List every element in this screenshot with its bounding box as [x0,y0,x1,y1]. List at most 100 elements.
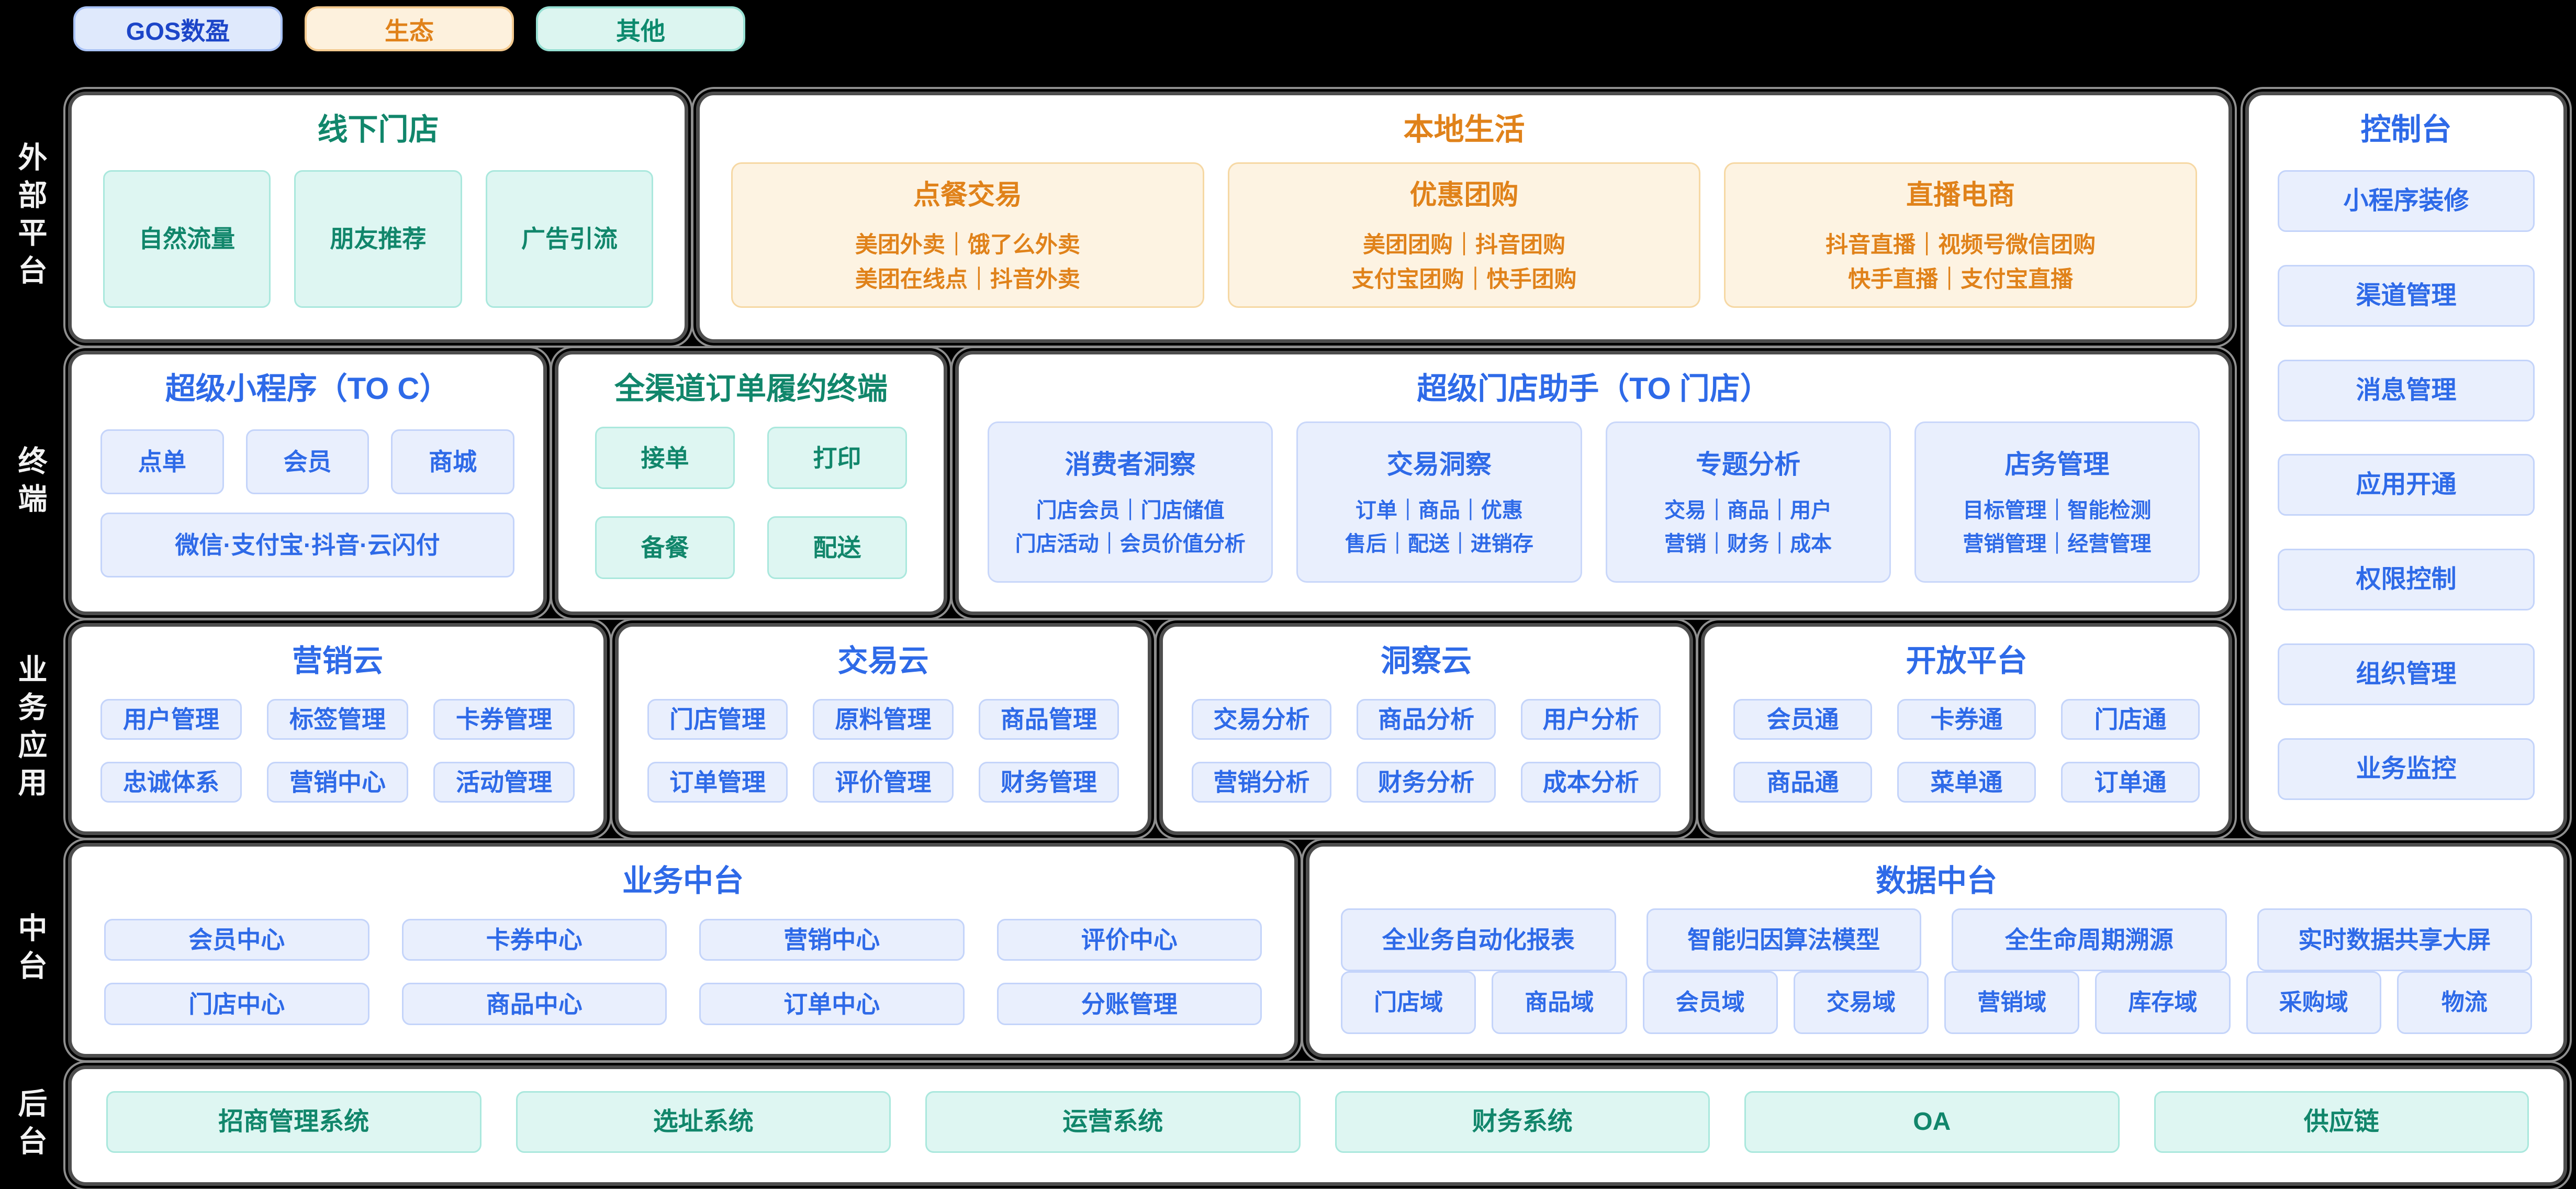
fulfillment-items: 接单打印备餐配送 [558,406,944,612]
insight-cloud-item: 商品分析 [1356,698,1496,740]
local-life-card: 直播电商 抖音直播｜视频号微信团购 快手直播｜支付宝直播 [1724,162,2197,308]
marketing-cloud-item: 忠诚体系 [100,761,242,803]
item-label: 用户分析 [1542,705,1639,733]
business-middle-item: 订单中心 [699,983,965,1025]
item-label: 交易分析 [1213,705,1310,733]
offline-store-item: 广告引流 [485,170,653,308]
item-label: 卡券管理 [456,705,552,733]
item-label: 供应链 [2303,1108,2379,1136]
item-label: 商品中心 [486,990,583,1018]
data-middle-domain-item: 采购域 [2246,971,2381,1034]
backend-item: 财务系统 [1335,1091,1710,1153]
mini-program-item: 点单 [100,429,224,494]
store-assistant-card: 专题分析 交易｜商品｜用户 营销｜财务｜成本 [1605,421,1891,583]
trade-cloud-item: 评价管理 [813,761,954,803]
panel-insight-cloud: 洞察云 交易分析商品分析用户分析营销分析财务分析成本分析 [1159,623,1693,835]
business-middle-item: 营销中心 [699,918,965,961]
card-title: 交易洞察 [1386,449,1492,479]
item-label: 用户管理 [123,705,219,733]
insight-cloud-item: 成本分析 [1521,761,1661,803]
trade-cloud-item: 原料管理 [813,698,954,740]
item-label: 菜单通 [1930,768,2003,796]
item-label: 商品通 [1766,768,1839,796]
item-label: 消息管理 [2356,376,2457,404]
item-label: 活动管理 [456,768,552,796]
item-label: 门店中心 [188,990,285,1018]
backend-item: 招商管理系统 [106,1091,481,1153]
panel-super-mini-program: 超级小程序（TO C） 点单会员商城 微信·支付宝·抖音·云闪付 [68,351,547,615]
business-middle-item: 门店中心 [104,983,369,1025]
offline-store-item: 自然流量 [103,170,271,308]
business-middle-item: 商品中心 [401,983,667,1025]
data-middle-domain-item: 库存域 [2095,971,2231,1034]
item-label: 订单中心 [783,990,880,1018]
item-label: 小程序装修 [2343,186,2469,215]
item-label: 广告引流 [521,225,618,253]
fulfillment-item: 打印 [767,426,907,490]
panel-store-assistant: 超级门店助手（TO 门店） 消费者洞察 门店会员｜门店储值 门店活动｜会员价值分… [955,351,2232,615]
item-label: 微信·支付宝·抖音·云闪付 [175,531,440,559]
layer-label-middle-platform: 中台 [5,843,55,1058]
card-line: 抖音直播｜视频号微信团购 [1825,232,2096,258]
item-label: 打印 [813,444,861,472]
item-label: 门店通 [2094,705,2167,733]
card-line: 订单｜商品｜优惠 [1355,498,1523,522]
item-label: 智能归因算法模型 [1687,926,1880,953]
card-title: 店务管理 [2004,449,2110,479]
marketing-cloud-item: 卡券管理 [433,698,575,740]
item-label: 商品分析 [1377,705,1474,733]
item-label: 权限控制 [2356,565,2457,594]
insight-cloud-item: 财务分析 [1356,761,1496,803]
layer-label-business-apps: 业务应用 [5,623,55,835]
item-label: 财务系统 [1472,1108,1573,1136]
layer-label-terminal: 终端 [5,351,55,615]
panel-title: 业务中台 [622,864,744,898]
data-middle-domain-item: 交易域 [1793,971,1929,1034]
business-middle-item: 卡券中心 [401,918,667,961]
item-label: 忠诚体系 [123,768,219,796]
insight-cloud-item: 用户分析 [1521,698,1661,740]
item-label: 营销分析 [1213,768,1310,796]
business-middle-item: 会员中心 [104,918,369,961]
backend-item: OA [1744,1091,2120,1153]
item-label: 卡券中心 [486,926,583,954]
console-item: 应用开通 [2278,454,2535,516]
legend: GOS数盈 生态 其他 [73,6,745,51]
item-label: 会员 [283,448,332,475]
data-middle-domain-item: 物流 [2396,971,2532,1034]
data-middle-wide-item: 智能归因算法模型 [1646,908,1921,971]
card-line: 交易｜商品｜用户 [1664,498,1832,522]
panel-title: 线下门店 [317,113,439,147]
data-middle-body: 全业务自动化报表智能归因算法模型全生命周期溯源实时数据共享大屏 门店域商品域会员… [1309,898,2563,1058]
item-label: 库存域 [2128,989,2198,1015]
mini-program-item: 商城 [391,429,515,494]
panel-open-platform: 开放平台 会员通卡券通门店通商品通菜单通订单通 [1701,623,2232,835]
item-label: 标签管理 [289,705,386,733]
panel-console: 控制台 小程序装修渠道管理消息管理应用开通权限控制组织管理业务监控 [2245,92,2567,835]
item-label: 招商管理系统 [218,1108,369,1136]
item-label: OA [1913,1108,1951,1136]
console-items: 小程序装修渠道管理消息管理应用开通权限控制组织管理业务监控 [2249,147,2563,831]
item-label: 会员中心 [188,926,285,954]
data-middle-wide-items: 全业务自动化报表智能归因算法模型全生命周期溯源实时数据共享大屏 [1341,908,2532,971]
item-label: 全生命周期溯源 [2004,926,2174,953]
card-line: 门店会员｜门店储值 [1036,498,1225,522]
legend-chip-other: 其他 [536,6,745,51]
item-label: 分账管理 [1081,990,1178,1018]
card-title: 专题分析 [1696,449,1801,479]
data-middle-domain-items: 门店域商品域会员域交易域营销域库存域采购域物流 [1341,971,2532,1034]
item-label: 自然流量 [139,225,236,253]
layer-label-text: 后台 [14,1088,47,1163]
item-label: 选址系统 [653,1108,754,1136]
business-middle-item: 分账管理 [996,983,1262,1025]
item-label: 商品管理 [1000,705,1097,733]
layer-label-backend: 后台 [5,1065,55,1186]
item-label: 评价中心 [1081,926,1178,954]
panel-offline-store: 线下门店 自然流量朋友推荐广告引流 [68,92,688,343]
panel-title: 营销云 [292,644,383,678]
item-label: 交易域 [1826,989,1896,1015]
store-assistant-card: 消费者洞察 门店会员｜门店储值 门店活动｜会员价值分析 [988,421,1273,583]
data-middle-wide-item: 全业务自动化报表 [1341,908,1616,971]
panel-trade-cloud: 交易云 门店管理原料管理商品管理订单管理评价管理财务管理 [615,623,1151,835]
